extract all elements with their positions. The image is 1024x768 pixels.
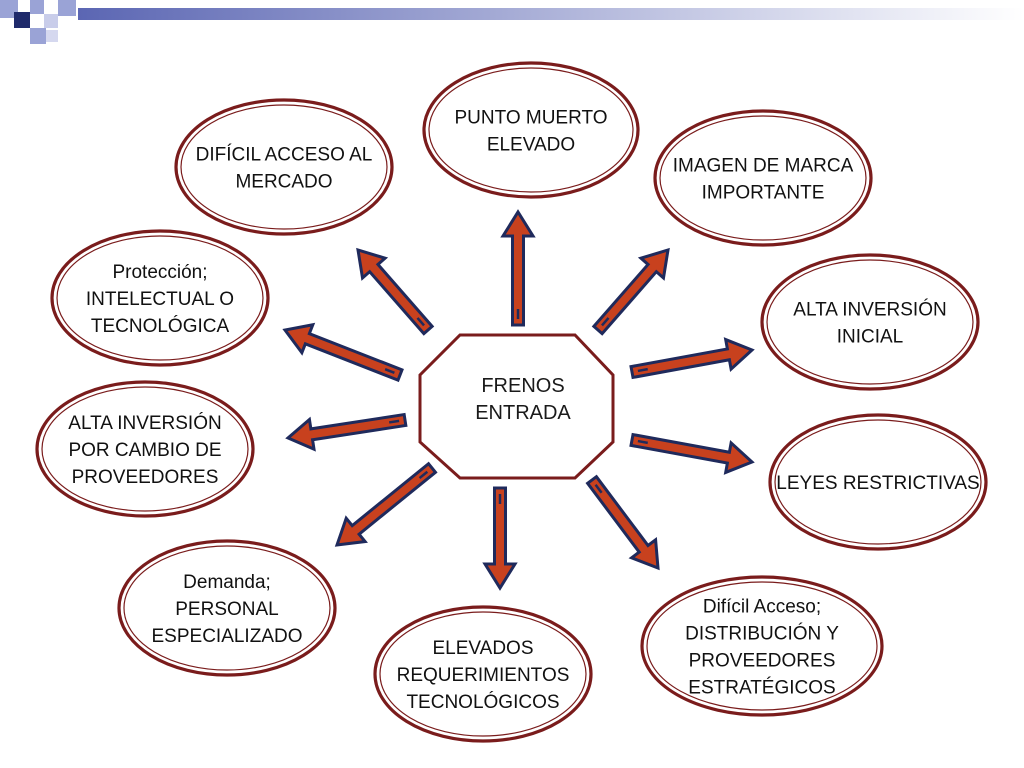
corner-square xyxy=(14,12,30,28)
node-label-line: DISTRIBUCIÓN Y xyxy=(685,623,839,645)
corner-square xyxy=(44,14,58,28)
node-ellipse xyxy=(760,253,980,391)
node-ellipse xyxy=(174,98,394,236)
arrow xyxy=(334,461,438,547)
arrow xyxy=(356,247,435,336)
node-proteccion: Protección; INTELECTUAL O TECNOLÓGICA xyxy=(50,229,270,367)
node-elevados-requerimientos: ELEVADOS REQUERIMIENTOS TECNOLÓGICOS xyxy=(373,605,593,743)
node-alta-inversion-proveedores: ALTA INVERSIÓN POR CAMBIO DE PROVEEDORES xyxy=(35,380,255,518)
node-label-line: PROVEEDORES xyxy=(72,467,219,488)
node-ellipse xyxy=(50,229,270,367)
node-label-line: ESPECIALIZADO xyxy=(152,626,303,647)
node-imagen-marca: IMAGEN DE MARCA IMPORTANTE xyxy=(653,109,873,247)
node-label-line: IMPORTANTE xyxy=(702,183,825,204)
node-ellipse-inner xyxy=(41,386,249,512)
node-label-line: POR CAMBIO DE xyxy=(68,440,221,461)
node-label-line: Difícil Acceso; xyxy=(703,597,821,618)
node-label-line: Protección; xyxy=(112,262,207,283)
node-ellipse xyxy=(640,575,884,717)
node-ellipse xyxy=(653,109,873,247)
node-label-line: DIFÍCIL ACCESO AL xyxy=(196,145,373,166)
arrow xyxy=(482,486,518,591)
nodes-layer: PUNTO MUERTO ELEVADO IMAGEN DE MARCA IMPORT… xyxy=(35,61,988,743)
node-dificil-acceso-mercado: DIFÍCIL ACCESO AL MERCADO xyxy=(174,98,394,236)
corner-square xyxy=(30,0,44,14)
node-leyes-restrictivas: LEYES RESTRICTIVAS xyxy=(768,413,988,551)
node-label-line: PUNTO MUERTO xyxy=(454,108,607,129)
node-label-line: ELEVADOS xyxy=(432,638,533,659)
arrow xyxy=(285,412,408,452)
node-label-line: REQUERIMIENTOS xyxy=(397,665,570,686)
center-node: FRENOS ENTRADA xyxy=(418,333,615,480)
node-label-line: PROVEEDORES xyxy=(689,651,836,672)
arrow xyxy=(629,432,755,475)
node-ellipse-inner xyxy=(379,611,587,737)
node-label-line: TECNOLÓGICA xyxy=(91,315,230,337)
arrow xyxy=(282,322,404,383)
node-label-line: ALTA INVERSIÓN xyxy=(793,299,946,321)
arrow xyxy=(500,209,536,327)
node-ellipse-inner xyxy=(774,419,982,545)
node-label-line: ELEVADO xyxy=(487,135,575,156)
corner-square xyxy=(58,0,76,16)
arrow xyxy=(585,474,660,571)
node-label-line: INTELECTUAL O xyxy=(86,289,234,310)
node-ellipse xyxy=(35,380,255,518)
corner-square xyxy=(46,30,58,42)
node-ellipse-inner xyxy=(180,104,388,230)
node-ellipse xyxy=(373,605,593,743)
center-octagon xyxy=(418,333,615,480)
arrow xyxy=(591,247,670,336)
node-ellipse-inner xyxy=(766,259,974,385)
node-label-line: ESTRATÉGICOS xyxy=(688,678,835,699)
node-alta-inversion-inicial: ALTA INVERSIÓN INICIAL xyxy=(760,253,980,391)
node-label-line: INICIAL xyxy=(837,327,904,348)
corner-square xyxy=(0,0,18,18)
node-label-line: ALTA INVERSIÓN xyxy=(68,412,221,434)
corner-square xyxy=(30,28,46,44)
header-bar xyxy=(78,8,1024,20)
node-ellipse-inner xyxy=(646,581,878,711)
node-ellipse xyxy=(768,413,988,551)
node-ellipse-inner xyxy=(659,115,867,241)
node-ellipse-inner xyxy=(428,67,634,193)
arrow xyxy=(629,337,755,380)
node-label-line: PERSONAL xyxy=(175,599,278,620)
node-ellipse xyxy=(117,539,337,677)
arrows-layer xyxy=(282,209,755,591)
node-demanda-personal: Demanda; PERSONAL ESPECIALIZADO xyxy=(117,539,337,677)
node-punto-muerto: PUNTO MUERTO ELEVADO xyxy=(422,61,640,199)
node-ellipse xyxy=(422,61,640,199)
center-label-line: ENTRADA xyxy=(475,402,571,424)
node-ellipse-inner xyxy=(56,235,264,361)
node-label-line: Demanda; xyxy=(183,572,271,593)
node-label-line: TECNOLÓGICOS xyxy=(406,691,559,713)
node-dificil-acceso-distribucion: Difícil Acceso; DISTRIBUCIÓN Y PROVEEDORES… xyxy=(640,575,884,717)
node-ellipse-inner xyxy=(123,545,331,671)
node-label-line: MERCADO xyxy=(235,172,332,193)
node-label-line: IMAGEN DE MARCA xyxy=(673,156,854,177)
node-label-line: LEYES RESTRICTIVAS xyxy=(776,473,979,494)
center-label-line: FRENOS xyxy=(481,375,564,397)
corner-decoration xyxy=(0,0,1024,44)
